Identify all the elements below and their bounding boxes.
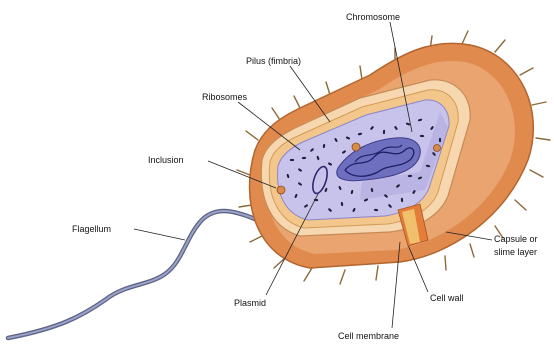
label-capsule-line2: slime layer [494,247,537,257]
pilus-spike-icon [239,205,252,207]
label-capsule-line1: Capsule or [494,234,538,244]
pilus-spike-icon [495,40,505,52]
pilus-spike-icon [304,268,312,281]
label-inclusion: Inclusion [148,155,184,165]
label-ribosomes: Ribosomes [202,92,248,102]
pilus-spike-icon [326,82,330,95]
pilus-spike-icon [340,270,345,284]
pilus-spike-icon [250,236,262,242]
pilus-spike-icon [294,96,300,108]
pilus-spike-icon [536,138,550,140]
pilus-spike-icon [530,170,543,177]
pilus-spike-icon [445,256,446,270]
label-chromosome: Chromosome [346,12,400,22]
pilus-spike-icon [360,66,362,80]
pilus-spike-icon [237,170,250,175]
label-cell-wall: Cell wall [430,293,464,303]
pilus-spike-icon [515,200,526,210]
label-plasmid: Plasmid [234,298,266,308]
pilus-spike-icon [274,258,285,268]
label-cell-membrane: Cell membrane [338,331,399,341]
pilus-spike-icon [246,131,258,140]
pilus-spike-icon [470,244,474,257]
label-flagellum: Flagellum [72,224,111,234]
flagellum [8,211,274,338]
ribosome-dot-icon [290,159,294,161]
pilus-spike-icon [520,68,533,75]
pilus-spike-icon [272,108,280,120]
label-pilus: Pilus (fimbria) [246,56,301,66]
pilus-spike-icon [376,266,378,280]
pilus-spike-icon [462,31,468,44]
pilus-spike-icon [532,102,546,105]
